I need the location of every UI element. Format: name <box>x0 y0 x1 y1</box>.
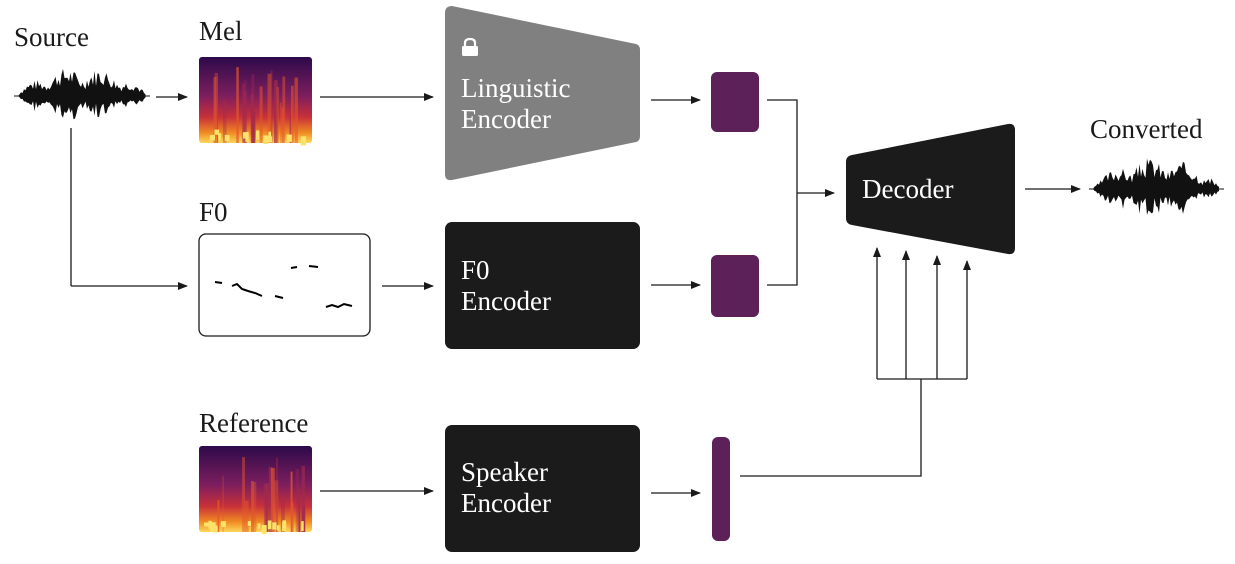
speaker-encoder-block: Speaker Encoder <box>445 425 640 552</box>
f0-embedding <box>711 255 759 317</box>
linguistic-embedding <box>711 72 759 132</box>
mel-spectrogram <box>199 57 312 146</box>
converted-label: Converted <box>1090 114 1203 144</box>
f0-contour-plot <box>198 233 371 337</box>
reference-label: Reference <box>199 408 308 438</box>
lock-icon <box>462 37 478 56</box>
speaker-encoder-label-line2: Encoder <box>461 488 551 518</box>
source-waveform <box>14 68 150 120</box>
converted-waveform <box>1089 158 1224 215</box>
speaker-encoder-label-line1: Speaker <box>461 457 548 487</box>
f0-encoder-label-line2: Encoder <box>461 286 551 316</box>
linguistic-encoder-block: Linguistic Encoder <box>445 6 640 181</box>
source-label: Source <box>14 22 89 52</box>
f0-encoder-block: F0 Encoder <box>445 222 640 349</box>
connectors <box>70 93 1081 497</box>
mel-label: Mel <box>199 16 243 46</box>
f0-label: F0 <box>199 197 228 227</box>
decoder-block: Decoder <box>846 123 1015 255</box>
decoder-label: Decoder <box>862 174 953 204</box>
linguistic-encoder-label-line1: Linguistic <box>461 73 571 103</box>
reference-spectrogram <box>199 446 312 534</box>
linguistic-encoder-label-line2: Encoder <box>461 104 551 134</box>
f0-encoder-label-line1: F0 <box>461 255 490 285</box>
speaker-embedding <box>712 437 730 541</box>
